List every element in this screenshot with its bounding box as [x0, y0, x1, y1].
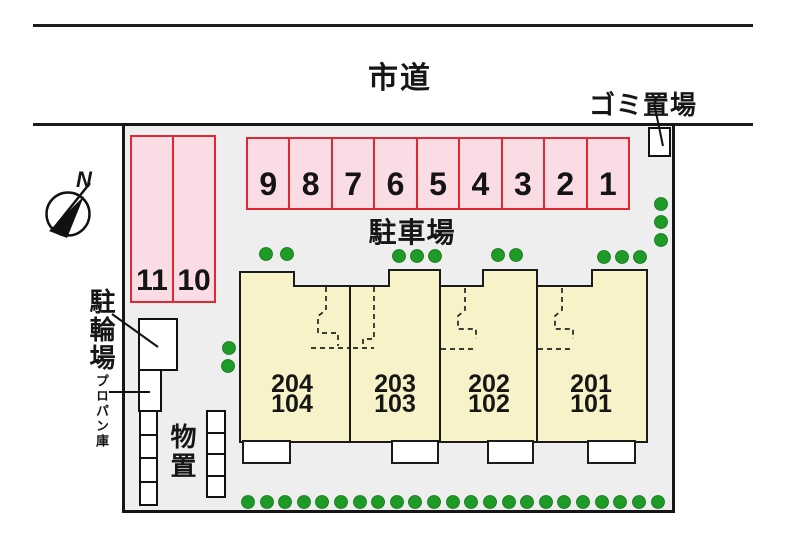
parking-space-6: 6 [375, 139, 418, 208]
storage-cell [141, 436, 156, 459]
unit-number-lower: 101 [570, 390, 612, 418]
parking-space-2: 2 [545, 139, 588, 208]
parking-space-5: 5 [418, 139, 461, 208]
road-label: 市道 [368, 62, 432, 95]
storage-cell [208, 434, 224, 455]
garbage-area-label: ゴミ置場 [589, 90, 698, 120]
parking-space-11: 11 [132, 137, 174, 301]
unit-number-upper: 203 [374, 370, 416, 398]
parking-space-7: 7 [333, 139, 376, 208]
unit-number-lower: 103 [374, 390, 416, 418]
parking-space-10: 10 [174, 137, 214, 301]
unit-label-201-101: 201 101 [551, 370, 631, 418]
storage-cell [208, 412, 224, 434]
parking-space-number: 1 [598, 166, 617, 202]
parking-space-number: 4 [471, 166, 490, 202]
unit-number-lower: 104 [271, 390, 313, 418]
storage-cell [141, 412, 156, 436]
storage-cell [208, 455, 224, 477]
bicycle-parking-box [138, 318, 178, 371]
unit-number-upper: 202 [468, 370, 510, 398]
parking-space-1: 1 [588, 139, 628, 208]
parking-space-number: 10 [177, 264, 211, 297]
parking-space-number: 9 [259, 166, 278, 202]
road-edge-top [33, 24, 753, 27]
parking-space-9: 9 [248, 139, 291, 208]
storage-shed-label: 物置 [167, 423, 197, 481]
parking-area-label: 駐車場 [368, 217, 456, 248]
parking-space-number: 3 [513, 166, 532, 202]
unit-label-204-104: 204 104 [252, 370, 332, 418]
storage-cell [208, 477, 224, 497]
parking-space-number: 8 [301, 166, 320, 202]
propane-storage-box [138, 369, 162, 412]
unit-label-203-103: 203 103 [355, 370, 435, 418]
garbage-box [648, 127, 671, 157]
parking-space-8: 8 [290, 139, 333, 208]
compass-north-label: N [76, 167, 92, 192]
parking-space-number: 5 [429, 166, 447, 202]
parking-space-3: 3 [503, 139, 546, 208]
parking-space-number: 6 [386, 166, 405, 202]
bicycle-parking-label: 駐輪場 [86, 288, 116, 372]
storage-stack-left [139, 410, 158, 506]
storage-stack-right [206, 410, 226, 498]
parking-space-4: 4 [460, 139, 503, 208]
propane-storage-label: プロパン庫 [94, 374, 109, 449]
parking-row: 9 8 7 6 5 4 3 2 1 [246, 137, 630, 210]
parking-space-number: 7 [344, 166, 362, 202]
unit-number-upper: 204 [271, 370, 313, 398]
parking-side-stalls: 11 10 [130, 135, 216, 303]
parking-space-number: 11 [136, 264, 168, 297]
storage-cell [141, 459, 156, 483]
unit-number-lower: 102 [468, 390, 510, 418]
unit-number-upper: 201 [570, 370, 612, 398]
parking-space-number: 2 [556, 166, 575, 202]
unit-label-202-102: 202 102 [449, 370, 529, 418]
storage-cell [141, 483, 156, 505]
